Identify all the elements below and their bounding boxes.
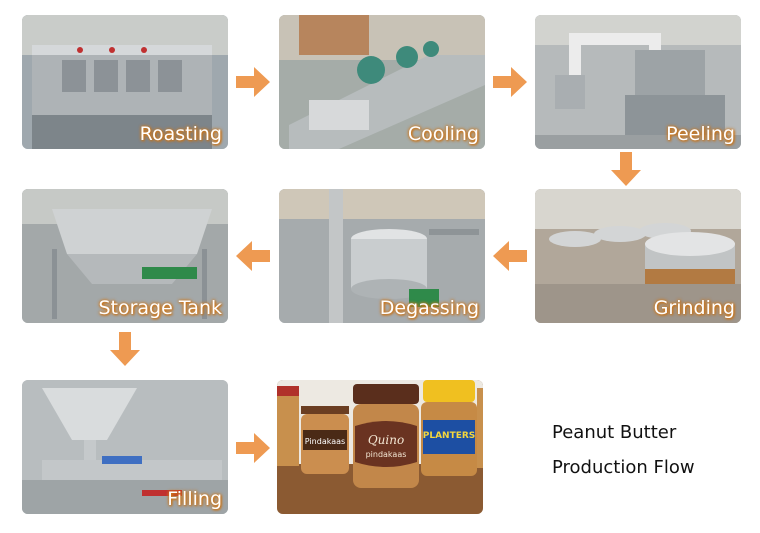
step-storage-tank: Storage Tank	[22, 189, 228, 323]
step-filling: Filling	[22, 380, 228, 514]
arrow-left-icon	[493, 241, 527, 271]
arrow-down-icon	[110, 332, 140, 366]
step-cooling: Cooling	[279, 15, 485, 149]
flow-title-line1: Peanut Butter	[552, 422, 676, 443]
arrow-right-icon	[493, 67, 527, 97]
jar-label-small: Pindakaas	[305, 437, 345, 446]
step-label: Roasting	[140, 123, 222, 145]
step-roasting: Roasting	[22, 15, 228, 149]
arrow-right-icon	[236, 67, 270, 97]
jar-label-pindakaas: pindakaas	[366, 450, 407, 459]
jar-label-planters: PLANTERS	[423, 431, 476, 441]
step-label: Degassing	[380, 297, 479, 319]
step-grinding: Grinding	[535, 189, 741, 323]
jar-label-quino: Quino	[368, 433, 404, 447]
arrow-down-icon	[611, 152, 641, 186]
step-products: Pindakaas Quino pindakaas PLANTERS	[277, 380, 483, 514]
arrow-right-icon	[236, 433, 270, 463]
peanut-butter-jars-photo: Pindakaas Quino pindakaas PLANTERS	[277, 380, 483, 514]
step-label: Cooling	[408, 123, 479, 145]
arrow-left-icon	[236, 241, 270, 271]
step-label: Grinding	[654, 297, 735, 319]
step-label: Filling	[167, 488, 222, 510]
step-label: Peeling	[666, 123, 735, 145]
step-label: Storage Tank	[98, 297, 222, 319]
step-peeling: Peeling	[535, 15, 741, 149]
step-degassing: Degassing	[279, 189, 485, 323]
flow-title-line2: Production Flow	[552, 457, 695, 478]
